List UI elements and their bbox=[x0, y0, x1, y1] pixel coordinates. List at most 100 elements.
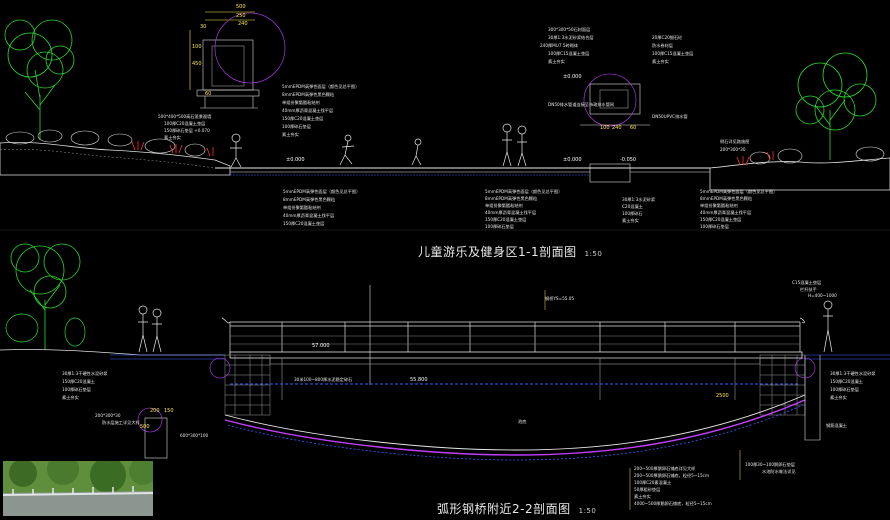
section2-right-ground bbox=[805, 354, 890, 360]
rc2-4: 素土夯实 bbox=[830, 395, 847, 400]
callout-dr-1: 30厚1:3水泥砂浆 bbox=[622, 197, 656, 202]
pool-bottom-liner bbox=[224, 399, 806, 456]
callout-left-7: 素土夯实 bbox=[282, 132, 299, 137]
top-label-2: 栏杆扶手 bbox=[800, 287, 817, 292]
callout-bl-1: 5mmEPDM高弹性面层（颜色见总平图） bbox=[283, 189, 361, 194]
lc2-2: 150厚C20混凝土 bbox=[62, 379, 95, 384]
callout-left-1: 5mmEPDM高弹性面层（颜色见总平图） bbox=[282, 84, 360, 89]
dn50-label-1: DN50排水管道连接至市政排水管网 bbox=[548, 102, 615, 107]
callout-tr-2: 防水卷材层 bbox=[652, 43, 673, 48]
callout-br-2: 8mmEPDM高弹性黑色颗粒 bbox=[700, 196, 753, 201]
water-label: 30米100~800厚水泥稳定碎石 bbox=[294, 377, 353, 382]
callout-br-3: 单组份聚氨酯粘结剂 bbox=[700, 203, 738, 208]
left-tree-icon bbox=[4, 19, 75, 140]
level-label-4: -0.050 bbox=[620, 157, 637, 163]
rc2-2: 150厚C20混凝土 bbox=[830, 379, 863, 384]
level-55-8: 55.800 bbox=[410, 377, 428, 383]
bc2-6: 4000~500厚鹅卵石铺底，粒径5~15cm bbox=[634, 501, 712, 506]
bc2-3: 100厚C20素混凝土 bbox=[634, 480, 672, 485]
level-label-1: ±0.000 bbox=[286, 157, 305, 163]
section-2-title-text: 弧形钢桥附近2-2剖面图 bbox=[437, 502, 571, 516]
callout-bl-4: 40mm厚沥青混凝土找平层 bbox=[283, 213, 335, 218]
callout-dr-3: 100厚碎石 bbox=[622, 211, 643, 216]
callout-tr-3: 100厚C15混凝土垫层 bbox=[652, 51, 694, 56]
bridge-label: 钢桥YS=55.05 bbox=[545, 296, 575, 301]
bc2-1: 200~500厚鹅卵石铺底详见大样 bbox=[634, 466, 696, 471]
right-tree-icon bbox=[795, 52, 877, 160]
section2-people-icon bbox=[138, 300, 833, 353]
ls2-6: 600*300*100 bbox=[180, 433, 209, 438]
callout-left-5: 150厚C20混凝土垫层 bbox=[282, 116, 324, 121]
bridge-railing bbox=[221, 317, 805, 352]
leader-lines bbox=[544, 290, 741, 510]
dn50-label-2: DN50UPVC排水管 bbox=[652, 114, 688, 119]
callout-br-5: 150厚C20混凝土垫层 bbox=[700, 217, 742, 222]
section-2-scale: 1:50 bbox=[578, 507, 597, 515]
left-note-1: 500*400*500高石笼景观墙 bbox=[158, 114, 212, 119]
section2-left-paving bbox=[110, 354, 225, 360]
top-label-1: C15混凝土垫层 bbox=[792, 280, 822, 285]
callout-dr-2: C20混凝土 bbox=[622, 204, 643, 209]
callout-tr-4: 素土夯实 bbox=[652, 59, 669, 64]
level-label-2: ±0.000 bbox=[563, 157, 582, 163]
section2-left-ground bbox=[0, 349, 225, 356]
callout-bm-3: 单组份聚氨酯粘结剂 bbox=[485, 203, 523, 208]
dim-500: 500 bbox=[236, 4, 246, 10]
callout-dr-4: 素土夯实 bbox=[622, 218, 639, 223]
section2-left-shrubs-icon bbox=[5, 313, 86, 347]
dim-240: 240 bbox=[238, 21, 248, 27]
br2-1: 100厚30~100鹅卵石垫层 bbox=[745, 462, 795, 467]
ls2-1: 200 bbox=[150, 408, 160, 414]
callout-bm-1: 5mmEPDM高弹性面层（颜色见总平图） bbox=[485, 189, 563, 194]
section2-left-tree-icon bbox=[10, 243, 81, 350]
callout-bm-5: 150厚C20混凝土垫层 bbox=[485, 217, 527, 222]
bc2-4: 50厚粗砂垫层 bbox=[634, 487, 661, 492]
small-dim-2: 240 bbox=[612, 125, 622, 131]
dim-30: 30 bbox=[200, 24, 207, 30]
ls2-5: 防水层施工详见大样 bbox=[102, 420, 140, 425]
edge-label: 侧石详见路施图 bbox=[720, 139, 750, 144]
red-flowers-icon bbox=[131, 141, 214, 157]
dim-250: 250 bbox=[236, 13, 246, 19]
section-2-title: 弧形钢桥附近2-2剖面图 1:50 bbox=[437, 500, 596, 517]
people-figures-icon bbox=[230, 123, 527, 168]
section2-right-wall bbox=[804, 355, 821, 441]
callout-tm-3: 240厚MU7.5砖砌体 bbox=[540, 43, 579, 48]
left-ground-hatch bbox=[0, 149, 216, 169]
left-note-4: 素土夯实 bbox=[164, 135, 181, 140]
callout-bm-6: 100厚碎石垫层 bbox=[485, 224, 514, 229]
drain-trench bbox=[589, 163, 631, 183]
callout-left-3: 单组份聚氨酯粘结剂 bbox=[282, 100, 320, 105]
lc2-1: 30厚1:3干硬性水泥砂浆 bbox=[62, 371, 108, 376]
callout-tm-2: 30厚1:3水泥砂浆结合层 bbox=[548, 35, 594, 40]
callout-br-1: 5mmEPDM高弹性面层（颜色见总平图） bbox=[700, 189, 778, 194]
ls2-3: 500 bbox=[140, 424, 150, 430]
right-shrubs-icon bbox=[749, 146, 885, 165]
ls2-2: 150 bbox=[164, 408, 174, 414]
left-ground-profile bbox=[0, 141, 231, 176]
dim-60: 60 bbox=[205, 91, 212, 97]
bridge-girder bbox=[269, 357, 761, 365]
lc2-3: 100厚碎石垫层 bbox=[62, 387, 91, 392]
bc2-5: 素土夯实 bbox=[634, 494, 651, 499]
pool-bottom-curve bbox=[224, 394, 806, 451]
span-dim: 2500 bbox=[716, 393, 729, 399]
small-dim-3: 60 bbox=[630, 125, 637, 131]
pool-bottom-label: 池底 bbox=[518, 419, 527, 424]
callout-left-2: 8mmEPDM高弹性黑色颗粒 bbox=[282, 92, 335, 97]
callout-tm-1: 300*300*50石材面层 bbox=[548, 27, 591, 32]
right-red-flowers-icon bbox=[736, 151, 774, 166]
rc2-3: 100厚碎石垫层 bbox=[830, 387, 859, 392]
callout-tm-4: 100厚C15混凝土垫层 bbox=[548, 51, 590, 56]
abutment-right bbox=[759, 354, 806, 416]
callout-tr-1: 20厚C20细石砼 bbox=[652, 35, 683, 40]
callout-tm-5: 素土夯实 bbox=[548, 59, 565, 64]
photo-thumbnail-icon bbox=[3, 461, 153, 516]
callout-left-6: 100厚碎石垫层 bbox=[282, 124, 311, 129]
callout-bl-2: 8mmEPDM高弹性黑色颗粒 bbox=[283, 197, 336, 202]
callout-br-4: 40mm厚沥青混凝土找平层 bbox=[700, 210, 752, 215]
bridge-deck bbox=[229, 351, 803, 359]
